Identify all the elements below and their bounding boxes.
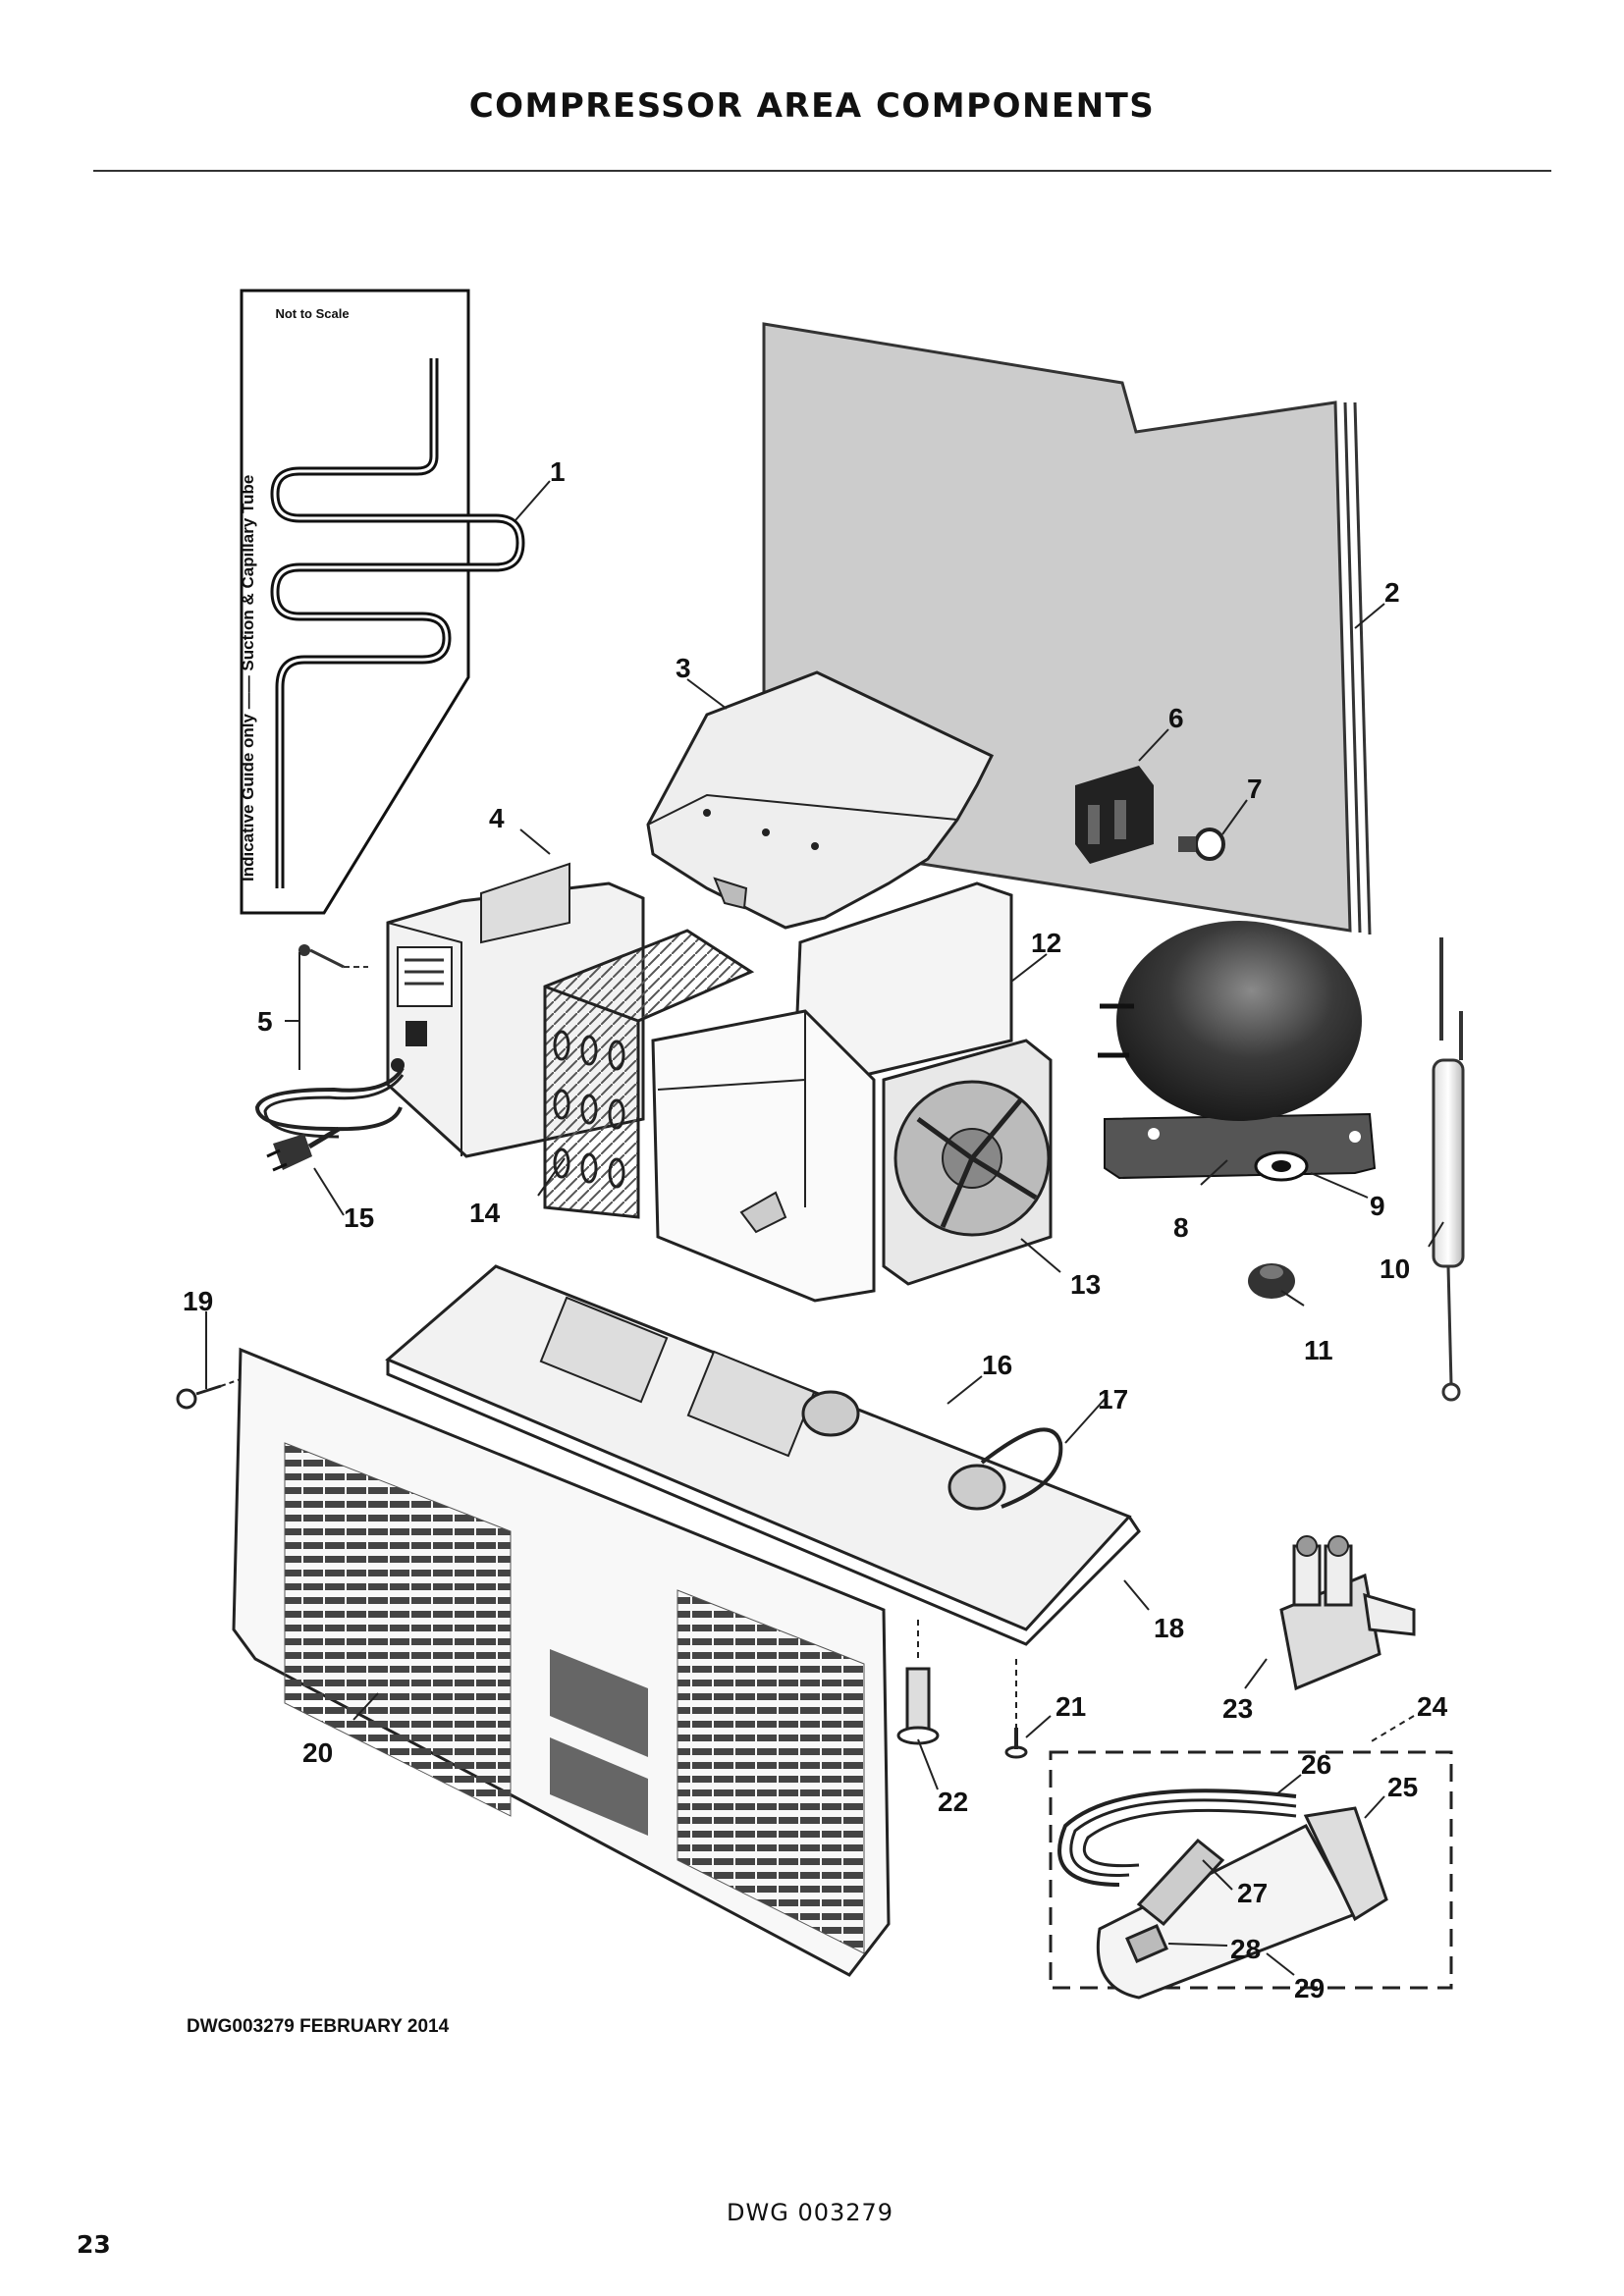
callout-17: 17 [1098, 1384, 1128, 1415]
callout-27: 27 [1237, 1878, 1268, 1908]
water-tube [1057, 1789, 1297, 1887]
callout-26: 26 [1301, 1749, 1331, 1780]
compressor-cover [646, 670, 995, 930]
rubber-grommet [1248, 1263, 1295, 1299]
callout-15: 15 [344, 1202, 374, 1233]
water-filter-cartridge [1096, 1806, 1388, 2000]
inline-fitting [1136, 1838, 1225, 1927]
overload-protector [1178, 828, 1225, 861]
callout-12: 12 [1031, 928, 1061, 958]
water-filter-kit-box [1049, 1750, 1453, 1990]
callout-22: 22 [938, 1787, 968, 1817]
condenser-fan [882, 1039, 1053, 1286]
callout-25: 25 [1387, 1772, 1418, 1802]
not-to-scale-note: Not to Scale [275, 306, 349, 321]
start-relay [1075, 766, 1154, 864]
suction-tube-drawing [270, 358, 525, 888]
callout-10: 10 [1380, 1254, 1410, 1284]
callout-4: 4 [489, 803, 505, 833]
footer-drawing-code: DWG 003279 [727, 2199, 894, 2226]
guide-side-text: Indicative Guide only —— Suction & Capil… [239, 475, 257, 881]
compressor [1098, 921, 1377, 1180]
callout-28: 28 [1230, 1934, 1261, 1964]
filter-drier [1432, 937, 1465, 1402]
leader-lines [205, 480, 1444, 1976]
screw-21 [1004, 1659, 1028, 1759]
front-grille [232, 1347, 891, 1977]
callout-29: 29 [1294, 1973, 1325, 2003]
page-number: 23 [77, 2230, 111, 2259]
tube-connector [1125, 1924, 1168, 1963]
title-divider [93, 170, 1551, 172]
front-panel-screw [176, 1378, 242, 1410]
page-title: COMPRESSOR AREA COMPONENTS [468, 86, 1156, 126]
fan-bracket [651, 881, 1013, 1303]
callout-20: 20 [302, 1737, 333, 1768]
callout-9: 9 [1370, 1191, 1385, 1221]
callout-18: 18 [1154, 1613, 1184, 1643]
callout-13: 13 [1070, 1269, 1101, 1300]
callout-21: 21 [1056, 1691, 1086, 1722]
callout-24: 24 [1417, 1691, 1448, 1722]
power-cord [254, 1066, 405, 1172]
screw [298, 944, 368, 969]
callout-14: 14 [469, 1198, 501, 1228]
callout-16: 16 [982, 1350, 1012, 1380]
callout-1: 1 [550, 456, 566, 487]
callout-19: 19 [183, 1286, 213, 1316]
drawing-stamp: DWG003279 FEBRUARY 2014 [187, 2016, 450, 2037]
callout-8: 8 [1173, 1212, 1189, 1243]
suction-capillary-tube-guide: Not to Scale Indicative Guide only —— Su… [239, 289, 525, 915]
callout-2: 2 [1384, 577, 1400, 608]
water-inlet-valve [1279, 1535, 1416, 1691]
base-tray [385, 1264, 1141, 1646]
callout-7: 7 [1247, 774, 1263, 804]
callout-23: 23 [1222, 1693, 1253, 1724]
condenser-coil [543, 929, 755, 1219]
callout-3: 3 [676, 653, 691, 683]
leveling-foot [896, 1620, 940, 1745]
callout-5: 5 [257, 1006, 273, 1037]
compressor-grommet [1254, 1150, 1309, 1182]
callout-6: 6 [1168, 703, 1184, 733]
callout-11: 11 [1304, 1335, 1333, 1365]
